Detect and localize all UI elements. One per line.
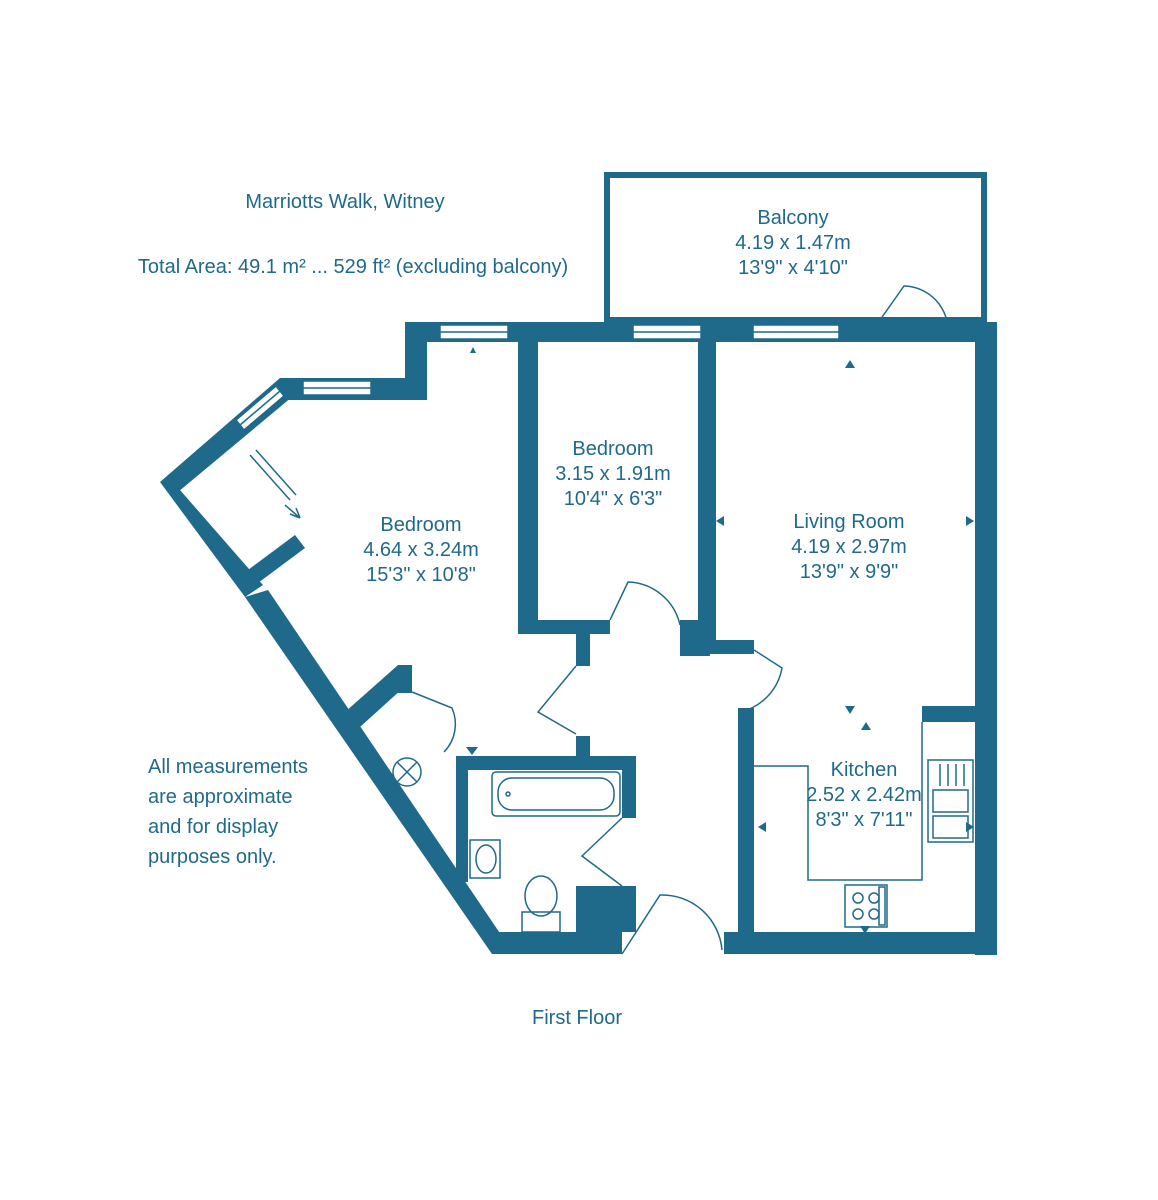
room-name: Bedroom <box>380 514 462 536</box>
hallway-door <box>536 665 577 735</box>
disclaimer-note: All measurements are approximate and for… <box>148 752 308 872</box>
marker <box>716 516 724 526</box>
room-size-metric: 4.19 x 1.47m <box>735 232 851 254</box>
room-size-imperial: 8'3" x 7'11" <box>815 809 913 831</box>
bathtub-inner <box>497 777 615 811</box>
bathroom-right-wall-upper <box>622 756 636 818</box>
sink-bowl-1 <box>932 789 969 813</box>
room-name: Living Room <box>793 511 905 533</box>
cupboard-wall-end <box>398 665 412 693</box>
room-size-metric: 4.19 x 2.97m <box>791 536 907 558</box>
kitchen-worktop <box>754 722 923 881</box>
windows <box>234 324 840 432</box>
bottom-wall-left <box>492 932 622 954</box>
cupboard-door <box>411 691 457 753</box>
bedroom-large-label: Bedroom 4.64 x 3.24m 15'3" x 10'8" <box>363 513 479 588</box>
room-size-metric: 3.15 x 1.91m <box>555 463 671 485</box>
kitchen-left-wall <box>738 708 754 936</box>
kitchen-sink <box>927 759 974 843</box>
doors <box>411 285 949 955</box>
kitchen-right-partition <box>922 706 977 722</box>
markers <box>466 347 974 934</box>
room-size-metric: 2.52 x 2.42m <box>806 784 922 806</box>
room-size-imperial: 13'9" x 9'9" <box>799 561 899 583</box>
balcony-outline <box>604 172 987 323</box>
hallway-wall-upper <box>576 634 590 666</box>
room-name: Kitchen <box>830 759 898 781</box>
small-bedroom-door <box>609 581 681 626</box>
marker <box>860 926 870 934</box>
entrance-door <box>621 894 723 955</box>
balcony-label: Balcony 4.19 x 1.47m 13'9" x 4'10" <box>735 206 851 281</box>
room-name: Balcony <box>757 207 829 229</box>
marker <box>861 722 871 730</box>
right-wall <box>975 322 997 955</box>
room-name: Bedroom <box>572 438 654 460</box>
disclaimer-line: are approximate <box>148 786 293 808</box>
room-size-imperial: 13'9" x 4'10" <box>738 257 848 279</box>
marker <box>533 592 538 600</box>
cupboard-wall-diagonal <box>345 665 412 727</box>
walls <box>160 322 997 955</box>
marker <box>845 706 855 714</box>
disclaimer-line: and for display <box>148 816 279 838</box>
total-area: Total Area: 49.1 m² ... 529 ft² (excludi… <box>137 256 569 278</box>
bathroom-top-wall <box>456 756 636 770</box>
room-size-imperial: 15'3" x 10'8" <box>366 564 476 586</box>
kitchen-label: Kitchen 2.52 x 2.42m 8'3" x 7'11" <box>806 758 922 833</box>
light-fitting <box>392 757 422 787</box>
left-wall-short <box>160 482 263 597</box>
marker <box>758 822 766 832</box>
bathroom-left-wall <box>456 756 468 882</box>
marker <box>466 747 478 755</box>
bathroom-cupboard <box>576 886 636 932</box>
sliding-door <box>249 449 301 519</box>
hallway-wall-lower <box>576 736 590 760</box>
small-bedroom-right-wall <box>698 342 716 642</box>
disclaimer-line: purposes only. <box>148 846 277 868</box>
sink <box>469 839 501 879</box>
wardrobe-wall <box>248 535 305 583</box>
toilet-cistern <box>521 911 561 933</box>
disclaimer-line: All measurements <box>148 756 309 778</box>
hob <box>844 884 888 928</box>
living-bottom-wall <box>698 640 754 654</box>
diagonal-wall-long <box>245 590 514 954</box>
room-size-imperial: 10'4" x 6'3" <box>563 488 663 510</box>
living-room-door <box>739 649 783 713</box>
marker <box>470 347 476 353</box>
small-bedroom-bottom-wall <box>518 620 610 634</box>
bathroom-door <box>580 817 623 887</box>
marker <box>845 360 855 368</box>
living-room-label: Living Room 4.19 x 2.97m 13'9" x 9'9" <box>791 510 907 585</box>
balcony-door <box>879 285 949 335</box>
sink-bowl-2 <box>932 815 969 839</box>
room-size-metric: 4.64 x 3.24m <box>363 539 479 561</box>
bathroom-fixtures <box>392 757 621 933</box>
bathtub <box>491 771 621 817</box>
marker <box>966 516 974 526</box>
small-bedroom-left-wall <box>518 342 538 632</box>
bedroom-small-label: Bedroom 3.15 x 1.91m 10'4" x 6'3" <box>555 437 671 512</box>
marker <box>966 822 974 832</box>
toilet-bowl <box>524 875 558 917</box>
address-title: Marriotts Walk, Witney <box>245 191 445 213</box>
floor-label: First Floor <box>532 1007 622 1029</box>
bottom-wall-right <box>724 932 997 954</box>
